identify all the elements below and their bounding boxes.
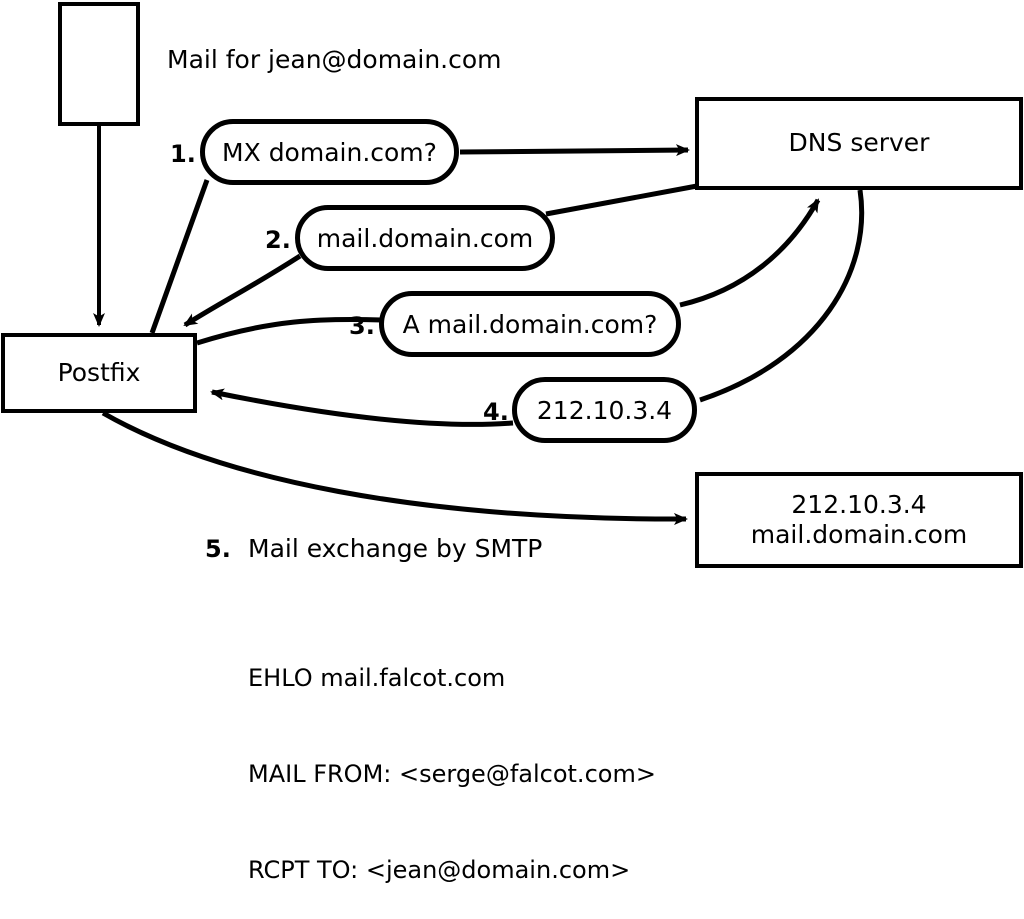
transcript-line: EHLO mail.falcot.com	[248, 664, 506, 692]
edge-dns-to-step4	[699, 189, 865, 403]
edge-dns-to-step2	[545, 183, 698, 217]
step-1-number: 1.	[170, 140, 196, 168]
edge-step4-to-postfix	[210, 388, 514, 427]
step-2-number: 2.	[265, 226, 291, 254]
transcript-line: RCPT TO: <jean@domain.com>	[248, 856, 631, 884]
node-mail-client[interactable]	[58, 2, 140, 126]
step-1-bubble[interactable]: MX domain.com?	[200, 119, 459, 185]
step-1-label: MX domain.com?	[222, 137, 437, 167]
step-3-bubble[interactable]: A mail.domain.com?	[379, 291, 681, 357]
node-remote-mail-server-ip: 212.10.3.4	[791, 489, 927, 519]
node-postfix-label: Postfix	[57, 357, 141, 387]
header-note: Mail for jean@domain.com	[167, 45, 502, 74]
step-3-label: A mail.domain.com?	[402, 309, 658, 339]
node-dns-server-label: DNS server	[788, 128, 930, 158]
step-2-bubble[interactable]: mail.domain.com	[295, 205, 555, 271]
edge-postfix-to-remote-smtp	[101, 410, 688, 526]
step-5-label: Mail exchange by SMTP	[248, 534, 543, 563]
step-4-bubble[interactable]: 212.10.3.4	[512, 377, 697, 443]
edge-postfix-to-step1	[149, 179, 210, 334]
node-dns-server[interactable]: DNS server	[695, 97, 1023, 190]
step-4-label: 212.10.3.4	[536, 395, 673, 425]
smtp-transcript: EHLO mail.falcot.com MAIL FROM: <serge@f…	[248, 598, 656, 919]
step-3-number: 3.	[349, 312, 375, 340]
edge-postfix-to-step3	[196, 316, 383, 346]
edge-step2-to-postfix	[183, 253, 302, 328]
node-postfix[interactable]: Postfix	[1, 333, 197, 413]
transcript-line: MAIL FROM: <serge@falcot.com>	[248, 760, 656, 788]
edge-step3-to-dns	[679, 198, 821, 308]
node-remote-mail-server[interactable]: 212.10.3.4 mail.domain.com	[695, 472, 1023, 568]
edge-step1-to-dns	[459, 144, 690, 157]
node-remote-mail-server-host: mail.domain.com	[750, 520, 968, 549]
step-2-label: mail.domain.com	[316, 223, 534, 253]
step-5-number: 5.	[205, 535, 231, 563]
step-4-number: 4.	[483, 398, 509, 426]
